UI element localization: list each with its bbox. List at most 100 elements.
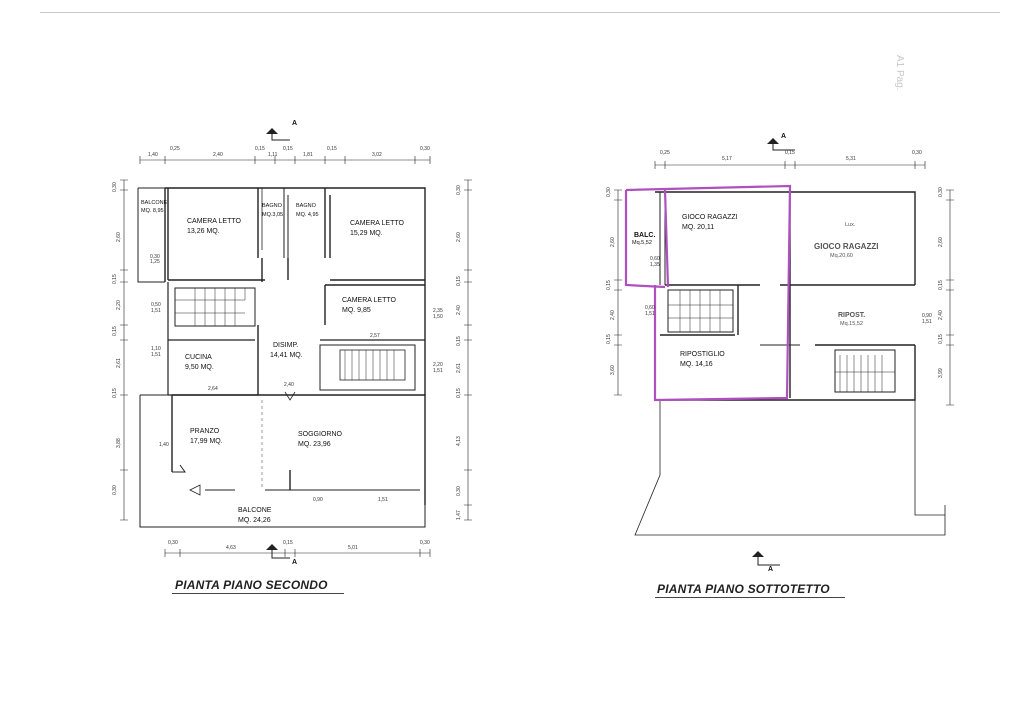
room-disimp-name: DISIMP. <box>273 342 299 349</box>
dim-top: 0,15 <box>327 146 337 152</box>
dim-inner: 0,60 <box>650 256 660 262</box>
room-balcone-small-name: BALCONE <box>141 200 168 206</box>
room-pranzo-name: PRANZO <box>190 428 220 435</box>
room-gioco1-name: GIOCO RAGAZZI <box>682 214 738 221</box>
dim-top: 0,15 <box>785 150 795 156</box>
room-cucina-name: CUCINA <box>185 354 212 361</box>
dim-inner: 0,90 <box>922 313 932 319</box>
room-balcone-small-area: MQ. 8,95 <box>141 208 164 214</box>
dim-left: 0,15 <box>606 280 612 290</box>
dim-inner: 0,30 <box>150 254 160 260</box>
sheet-top-edge <box>40 12 1000 13</box>
room-gioco2-area: Mq.20,60 <box>830 253 853 259</box>
room-lux: Lux. <box>845 222 856 228</box>
dim-inner: 1,50 <box>433 314 443 320</box>
dim-left: 2,40 <box>610 310 616 320</box>
dim-inner: 1,25 <box>150 259 160 265</box>
room-bagno2-area: MQ. 4,95 <box>296 212 319 218</box>
dim-left: 0,15 <box>606 334 612 344</box>
dim-inner: 0,50 <box>151 302 161 308</box>
dim-bottom: 5,01 <box>348 545 358 551</box>
room-camera1-name: CAMERA LETTO <box>187 218 241 225</box>
room-pranzo-area: 17,99 MQ. <box>190 438 223 445</box>
room-balc-area: Mq.5,52 <box>632 240 652 246</box>
dim-left: 0,30 <box>606 187 612 197</box>
dim-inner: 0,60 <box>645 305 655 311</box>
room-bagno2-name: BAGNO <box>296 203 316 209</box>
dim-bottom: 0,30 <box>168 540 178 546</box>
plan-sottotetto-title-underline <box>655 597 845 598</box>
room-balc-name: BALC. <box>634 232 656 239</box>
room-gioco2-name: GIOCO RAGAZZI <box>814 242 879 251</box>
room-camera3-name: CAMERA LETTO <box>342 297 396 304</box>
dim-inner: 1,51 <box>645 311 655 317</box>
dim-right: 2,60 <box>938 237 944 247</box>
dim-right: 0,15 <box>938 334 944 344</box>
plan-secondo-title-underline <box>172 593 344 594</box>
section-marker-top: A <box>292 120 298 127</box>
room-gioco1-area: MQ. 20,11 <box>682 224 715 231</box>
dim-inner: 1,51 <box>151 308 161 314</box>
room-soggiorno-name: SOGGIORNO <box>298 431 342 438</box>
room-camera1-area: 13,26 MQ. <box>187 228 220 235</box>
dim-top: 0,15 <box>255 146 265 152</box>
dim-right: 2,40 <box>938 310 944 320</box>
dim-inner: 1,51 <box>151 352 161 358</box>
dim-top: 1,81 <box>303 152 313 158</box>
room-camera2-area: 15,29 MQ. <box>350 230 383 237</box>
room-balcone-big-area: MQ. 24,26 <box>238 517 271 524</box>
dim-top: 0,15 <box>283 146 293 152</box>
room-bagno1-area: MQ.3,05 <box>262 212 284 218</box>
dim-top: 0,30 <box>420 146 430 152</box>
room-soggiorno-area: MQ. 23,96 <box>298 441 331 448</box>
room-ripostiglio2-name: RIPOST. <box>838 312 866 319</box>
dim-top: 0,25 <box>170 146 180 152</box>
dim-inner: 1,51 <box>433 368 443 374</box>
room-disimp-area: 14,41 MQ. <box>270 352 303 359</box>
room-ripostiglio1-name: RIPOSTIGLIO <box>680 351 725 358</box>
section-marker-bottom: A <box>292 559 298 566</box>
dim-top: 1,11 <box>268 152 278 158</box>
dim-inner: 1,40 <box>159 442 169 448</box>
dim-inner: 0,90 <box>313 497 323 503</box>
dim-top: 5,17 <box>722 156 732 162</box>
dim-inner: 1,51 <box>378 497 388 503</box>
dim-top: 5,31 <box>846 156 856 162</box>
dim-inner: 2,64 <box>208 386 218 392</box>
dim-right: 3,99 <box>938 368 944 378</box>
dim-left: 3,60 <box>610 365 616 375</box>
dim-bottom: 0,30 <box>420 540 430 546</box>
dim-top: 1,40 <box>148 152 158 158</box>
dim-bottom: 0,15 <box>283 540 293 546</box>
plan-sottotetto-title: PIANTA PIANO SOTTOTETTO <box>657 582 830 596</box>
plan-secondo-drawing <box>120 128 472 559</box>
dim-top: 0,30 <box>912 150 922 156</box>
dim-top: 3,02 <box>372 152 382 158</box>
room-balcone-big-name: BALCONE <box>238 507 272 514</box>
dim-left: 2,60 <box>610 237 616 247</box>
dim-inner: 2,20 <box>433 362 443 368</box>
dim-right: 0,15 <box>938 280 944 290</box>
dim-top: 0,25 <box>660 150 670 156</box>
section-marker-top: A <box>781 133 787 140</box>
room-camera3-area: MQ. 9,85 <box>342 307 371 314</box>
section-marker-bottom: A <box>768 566 774 573</box>
dim-inner: 1,10 <box>151 346 161 352</box>
dim-inner: 1,35 <box>650 262 660 268</box>
dim-right: 0,30 <box>938 187 944 197</box>
room-camera2-name: CAMERA LETTO <box>350 220 404 227</box>
dim-inner: 1,51 <box>922 319 932 325</box>
dim-top: 2,40 <box>213 152 223 158</box>
room-cucina-area: 9,50 MQ. <box>185 364 214 371</box>
dim-inner: 2,40 <box>284 382 294 388</box>
room-bagno1-name: BAGNO <box>262 203 282 209</box>
plan-secondo-title: PIANTA PIANO SECONDO <box>175 578 328 592</box>
room-ripostiglio1-area: MQ. 14,16 <box>680 361 713 368</box>
room-ripostiglio2-area: Mq.15,52 <box>840 321 863 327</box>
dim-inner: 2,57 <box>370 333 380 339</box>
dim-inner: 2,35 <box>433 308 443 314</box>
plan-piano-secondo: A A BALCONE MQ. 8,95 CAMERA LETTO 13,26 … <box>112 120 472 594</box>
